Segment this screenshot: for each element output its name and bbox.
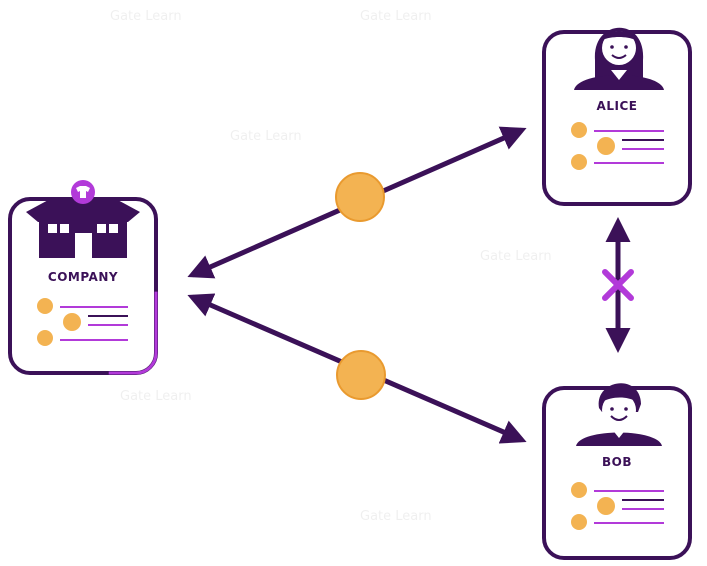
connections xyxy=(187,126,634,444)
coin-icon xyxy=(336,350,386,400)
watermark-text: Gate Learn xyxy=(360,509,432,524)
bob-card: BOB xyxy=(542,383,692,560)
alice-label: ALICE xyxy=(597,99,638,113)
alice-card: ALICE xyxy=(542,27,692,206)
detail-list xyxy=(571,122,664,170)
store-icon xyxy=(26,180,140,258)
blocked-cross-icon xyxy=(602,269,634,301)
bob-label: BOB xyxy=(602,455,632,469)
watermark-text: Gate Learn xyxy=(110,9,182,24)
watermark-layer: Gate Learn Gate Learn Gate Learn Gate Le… xyxy=(110,9,552,524)
man-avatar-icon xyxy=(576,383,662,446)
woman-avatar-icon xyxy=(574,27,664,90)
watermark-text: Gate Learn xyxy=(230,129,302,144)
watermark-text: Gate Learn xyxy=(120,389,192,404)
detail-list xyxy=(571,482,664,530)
company-label: COMPANY xyxy=(48,270,118,284)
watermark-text: Gate Learn xyxy=(360,9,432,24)
detail-list xyxy=(37,298,128,346)
coin-icon xyxy=(335,172,385,222)
watermark-text: Gate Learn xyxy=(480,249,552,264)
company-card: COMPANY xyxy=(8,180,158,375)
